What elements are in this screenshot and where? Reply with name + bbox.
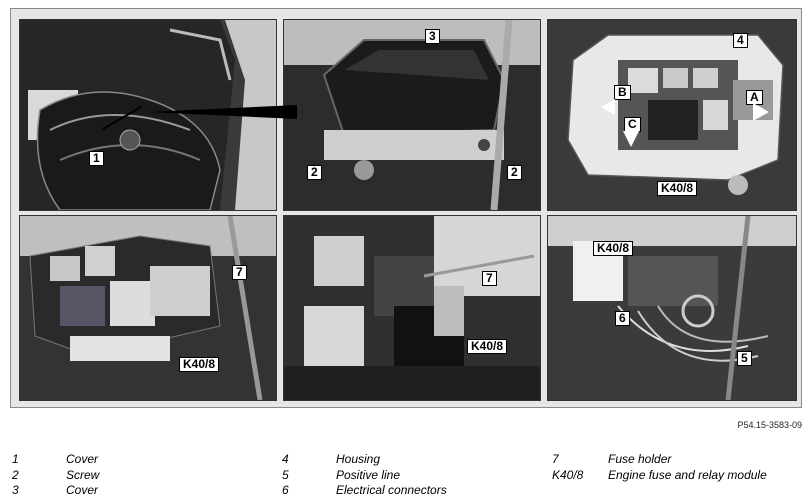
- legend-item: 5 Positive line: [282, 468, 447, 484]
- callout-k40-8-panel5: K40/8: [467, 339, 508, 354]
- legend-item: K40/8 Engine fuse and relay module: [552, 468, 767, 484]
- callout-1: 1: [89, 151, 104, 166]
- legend-number: 4: [282, 452, 289, 466]
- callout-7-panel4: 7: [232, 265, 247, 280]
- legend-item: 7 Fuse holder: [552, 452, 767, 468]
- arrow-left-icon: [601, 99, 615, 115]
- photo-panel-5: [283, 215, 541, 401]
- legend-item: 6 Electrical connectors: [282, 483, 447, 499]
- callout-5: 5: [737, 351, 752, 366]
- legend-item: 2 Screw: [12, 468, 99, 484]
- legend-text: Cover: [66, 452, 99, 466]
- legend-text: Electrical connectors: [336, 483, 447, 497]
- legend-number: 5: [282, 467, 289, 482]
- legend-text: Screw: [66, 467, 100, 482]
- photo-panel-6: [547, 215, 797, 401]
- legend-number: 3: [12, 483, 19, 497]
- callout-7-panel5: 7: [482, 271, 497, 286]
- callout-k40-8-panel6: K40/8: [593, 241, 634, 256]
- legend-number: 7: [552, 452, 559, 466]
- photo-panel-4: [19, 215, 277, 401]
- callout-k40-8-panel3: K40/8: [657, 181, 698, 196]
- callout-b: B: [614, 85, 631, 100]
- arrow-down-icon: [623, 131, 639, 147]
- legend-number: 2: [12, 467, 19, 482]
- legend-item: 3 Cover: [12, 483, 99, 499]
- legend-number: 1: [12, 452, 19, 466]
- legend-number: K40/8: [552, 467, 584, 482]
- callout-2-right: 2: [507, 165, 522, 180]
- figure-reference: P54.15-3583-09: [737, 420, 802, 430]
- callout-4: 4: [733, 33, 748, 48]
- arrow-right-icon: [753, 103, 769, 121]
- photo-panel-2: [283, 19, 541, 211]
- callout-6: 6: [615, 311, 630, 326]
- legend-text: Housing: [336, 452, 381, 466]
- legend-text: Cover: [66, 483, 99, 497]
- legend-number: 6: [282, 483, 289, 497]
- legend-column-2: 4 Housing 5 Positive line 6 Electrical conn…: [282, 452, 447, 499]
- legend-column-3: 7 Fuse holder K40/8 Engine fuse and relay …: [552, 452, 767, 483]
- callout-3: 3: [425, 29, 440, 44]
- figure-frame: 1 3 2 2 4 B A C K40/8 7 K40/8 7 K40/8 K4…: [10, 8, 802, 408]
- callout-c: C: [624, 117, 641, 132]
- callout-k40-8-panel4: K40/8: [179, 357, 220, 372]
- callout-a: A: [746, 90, 763, 105]
- legend-text: Fuse holder: [608, 452, 672, 466]
- legend-item: 4 Housing: [282, 452, 447, 468]
- callout-2-left: 2: [307, 165, 322, 180]
- legend-item: 1 Cover: [12, 452, 99, 468]
- legend-text: Positive line: [336, 467, 401, 482]
- legend-text: Engine fuse and relay module: [608, 467, 767, 482]
